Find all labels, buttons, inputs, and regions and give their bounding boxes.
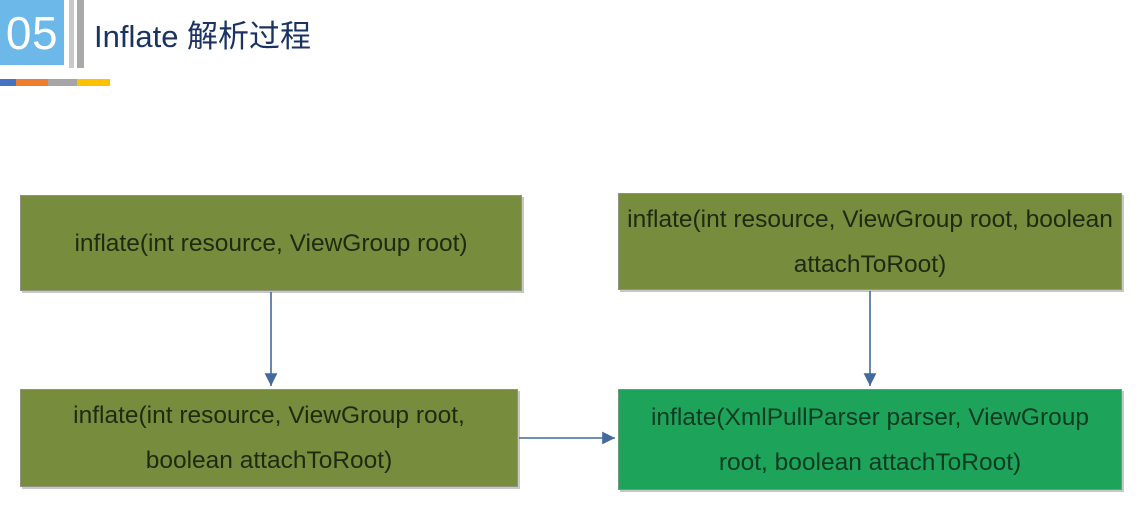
header-divider-strip-light <box>69 0 74 68</box>
node-label: inflate(int resource, ViewGroup root, bo… <box>73 402 465 474</box>
slide-number-text: 05 <box>5 6 59 59</box>
node-label: inflate(int resource, ViewGroup root, bo… <box>627 205 1113 278</box>
node-label: inflate(int resource, ViewGroup root) <box>74 229 468 257</box>
accent-segment-yellow <box>77 79 110 86</box>
accent-segment-gray <box>48 79 77 86</box>
diagram-node-inflate-resource-root-attach-overload: inflate(int resource, ViewGroup root, bo… <box>20 389 518 487</box>
slide-number-badge: 05 <box>0 0 64 65</box>
accent-segment-orange <box>16 79 48 86</box>
page-title: Inflate 解析过程 <box>94 19 312 54</box>
accent-segment-blue <box>0 79 16 86</box>
node-label: inflate(XmlPullParser parser, ViewGroup … <box>650 403 1089 476</box>
diagram-node-inflate-xmlpullparser: inflate(XmlPullParser parser, ViewGroup … <box>618 389 1122 490</box>
diagram-node-inflate-resource-root: inflate(int resource, ViewGroup root) <box>20 195 522 291</box>
header-divider-strip-dark <box>77 0 84 68</box>
accent-bar <box>0 79 110 86</box>
diagram-node-inflate-resource-root-attach: inflate(int resource, ViewGroup root, bo… <box>618 193 1122 290</box>
